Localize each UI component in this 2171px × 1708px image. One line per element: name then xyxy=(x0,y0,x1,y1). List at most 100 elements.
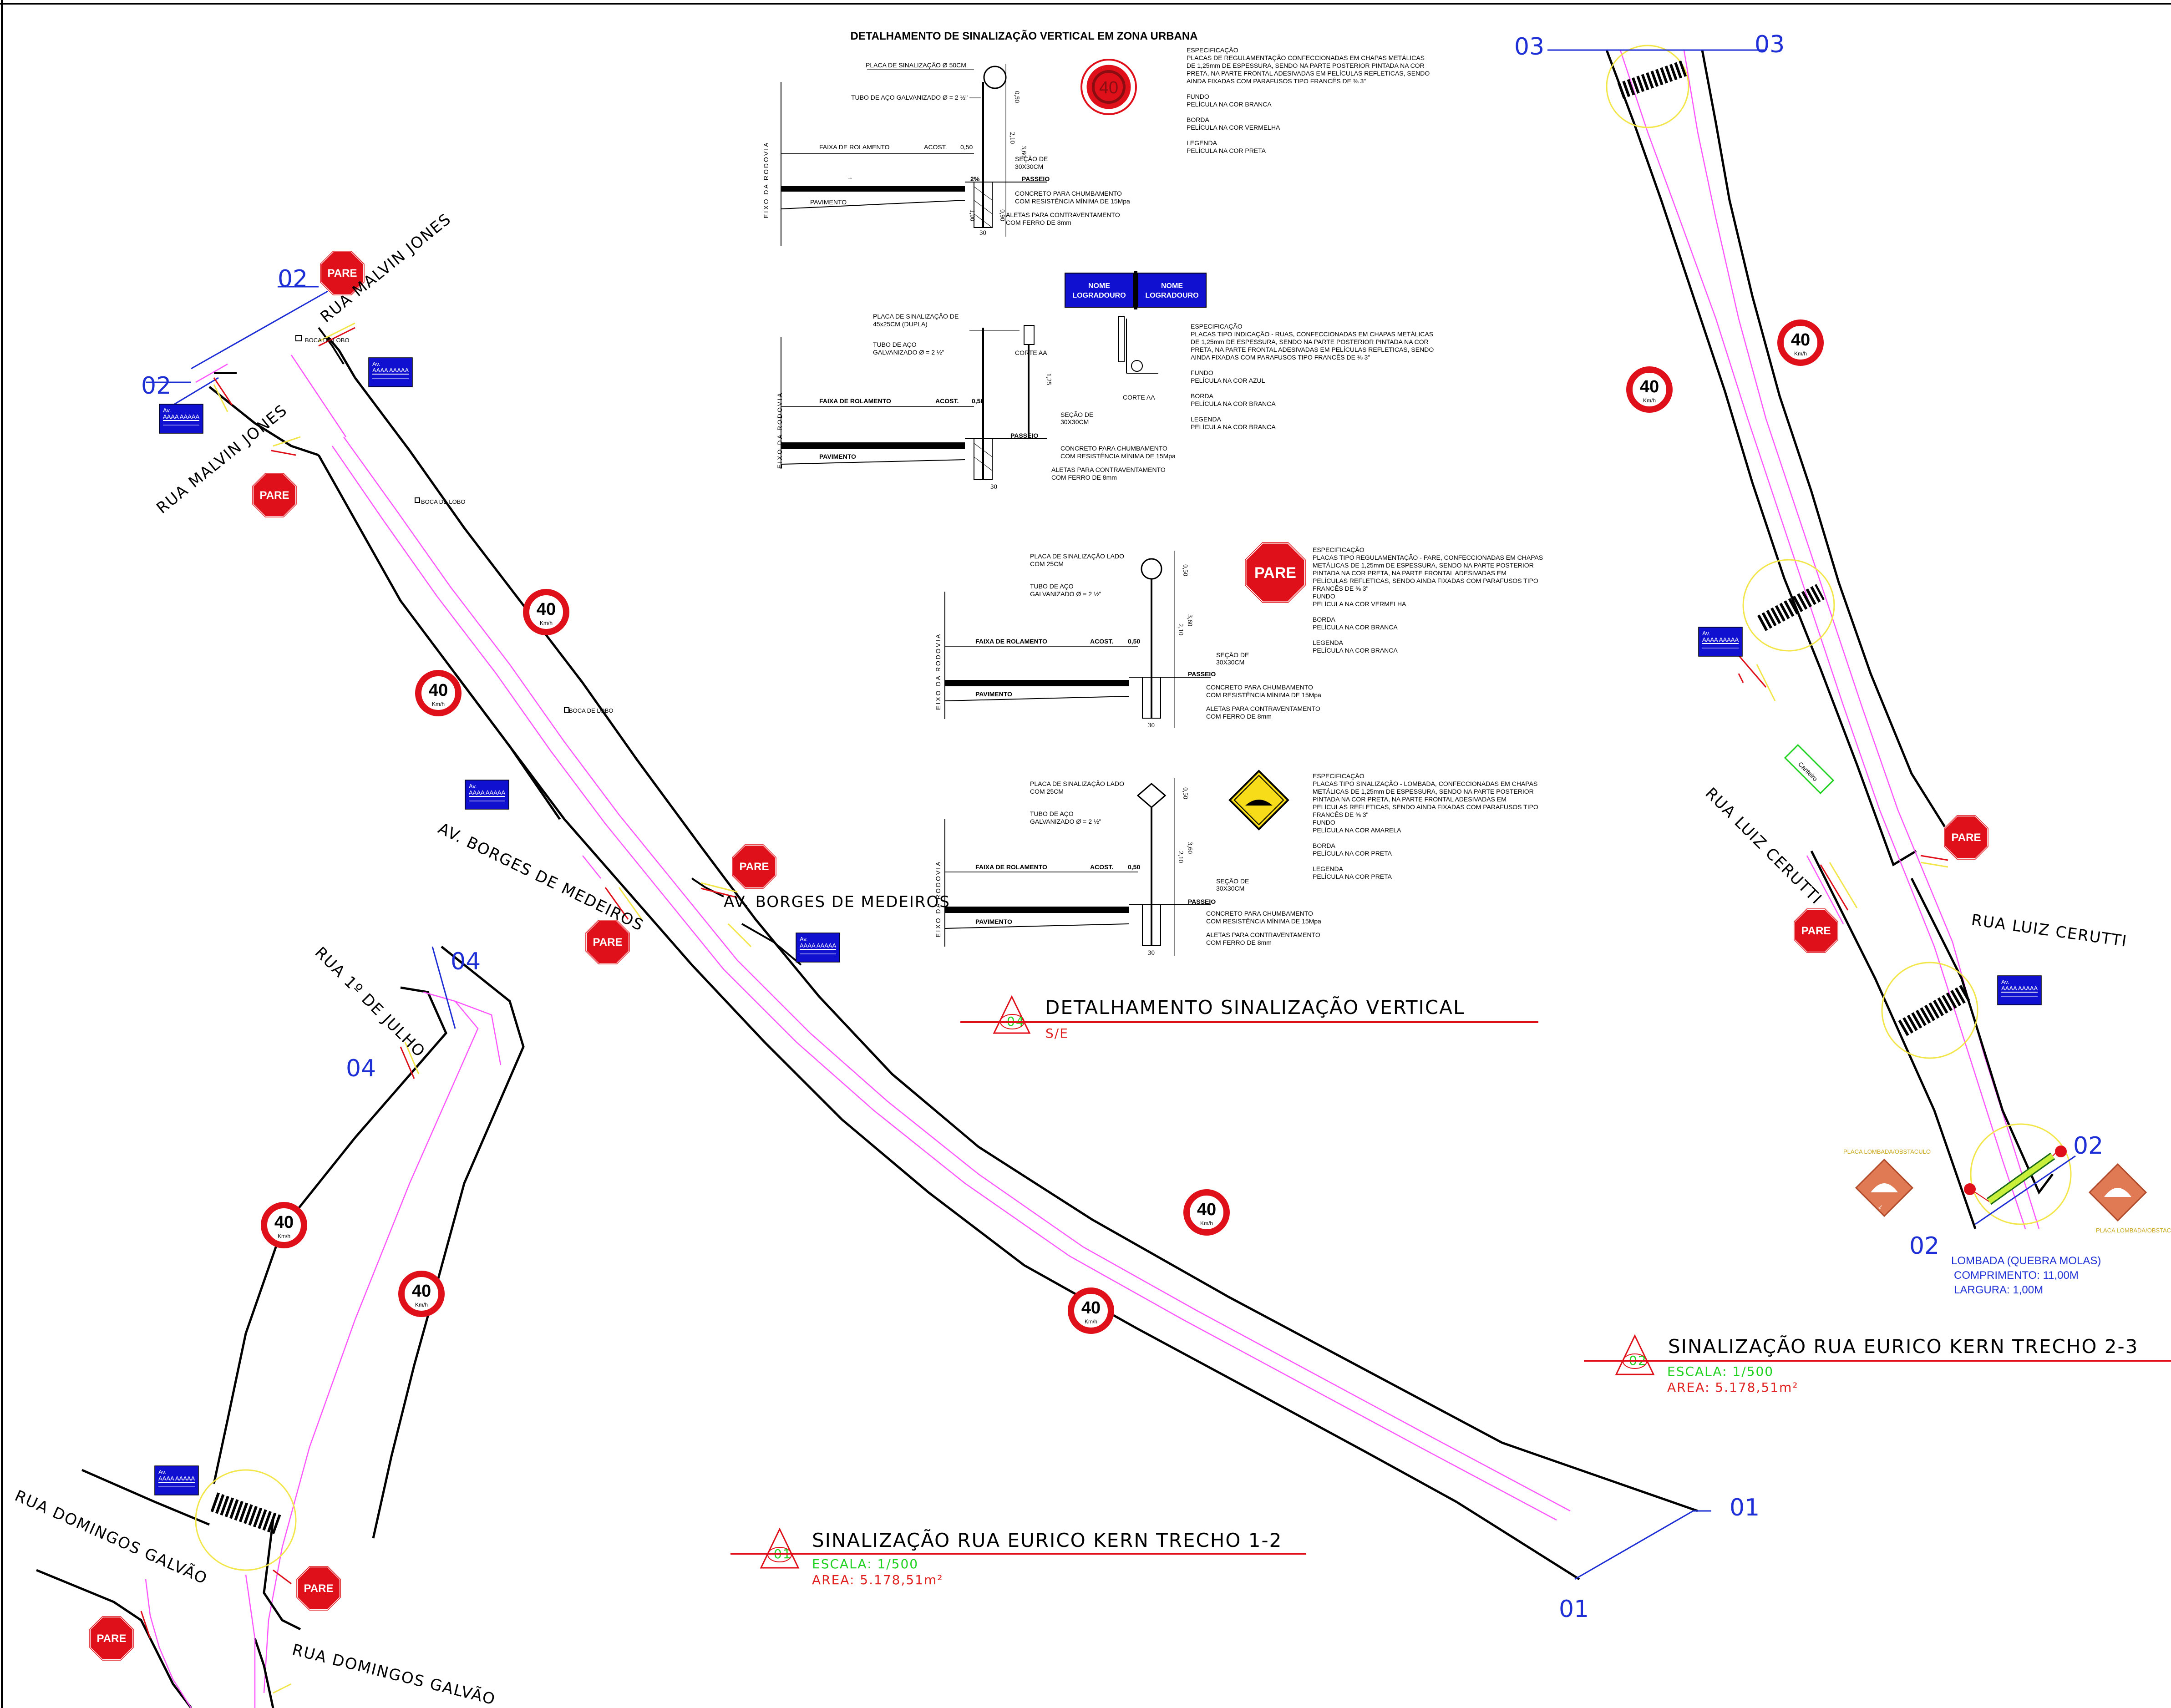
svg-text:COM RESISTÊNCIA MÍNIMA DE 15Mp: COM RESISTÊNCIA MÍNIMA DE 15Mpa xyxy=(1060,452,1176,460)
road-malvin-intersection xyxy=(172,290,356,456)
svg-text:LOGRADOURO: LOGRADOURO xyxy=(1145,292,1198,299)
street-label-luiz-left: RUA LUIZ CERUTTI xyxy=(1702,784,1826,908)
spec-line: FUNDO xyxy=(1187,93,1209,100)
svg-text:COM FERRO DE 8mm: COM FERRO DE 8mm xyxy=(1006,219,1071,226)
svg-text:LOGRADOURO: LOGRADOURO xyxy=(1072,292,1126,299)
svg-text:40: 40 xyxy=(412,1282,431,1301)
crosswalk-circle-top xyxy=(1606,45,1689,128)
detail-pare-sign: EIXO DA RODOVIA FAIXA DE ROLAMENTO ACOST… xyxy=(934,541,1321,729)
spec-line: FUNDO xyxy=(1191,369,1213,376)
detail-lombada-sign: EIXO DA RODOVIA FAIXA DE ROLAMENTO ACOST… xyxy=(934,770,1321,957)
svg-text:AAAA AAAAA: AAAA AAAAA xyxy=(1702,636,1739,643)
svg-text:Av.: Av. xyxy=(469,783,477,790)
pare-sign: PARE xyxy=(1793,908,1839,953)
spec-line: AINDA FIXADAS COM PARAFUSOS TIPO FRANCÊS… xyxy=(1191,354,1370,361)
spec-line: LEGENDA xyxy=(1313,865,1344,872)
pare-sign: PARE xyxy=(296,1566,341,1611)
spec-line: AINDA FIXADAS COM PARAFUSOS TIPO FRANCÊS… xyxy=(1187,77,1366,85)
pare-detail-sign: PARE xyxy=(1244,541,1307,604)
svg-text:AAAA AAAAA: AAAA AAAAA xyxy=(800,942,837,949)
street-label-borges-right: AV. BORGES DE MEDEIROS xyxy=(724,893,950,911)
svg-text:Km/h: Km/h xyxy=(432,701,445,707)
svg-text:40: 40 xyxy=(1791,330,1810,350)
svg-text:40: 40 xyxy=(1081,1298,1101,1318)
svg-text:PASSEIO: PASSEIO xyxy=(1188,670,1216,678)
lombada-largura: LARGURA: 1,00M xyxy=(1954,1284,2043,1296)
cut-mark-02: 02 xyxy=(278,265,308,293)
spec-line: PELÍCULA NA COR AMARELA xyxy=(1313,826,1401,834)
svg-text:COM RESISTÊNCIA MÍNIMA DE 15Mp: COM RESISTÊNCIA MÍNIMA DE 15Mpa xyxy=(1206,917,1321,925)
svg-text:ESCALA: 1/500: ESCALA: 1/500 xyxy=(1667,1364,1774,1379)
cut-mark-03: 03 xyxy=(1755,31,1785,58)
svg-text:AAAA AAAAA: AAAA AAAAA xyxy=(158,1475,195,1482)
spec-line: PELÍCULA NA COR VERMELHA xyxy=(1187,124,1280,131)
spec-line: PLACAS TIPO REGULAMENTAÇÃO - PARE, CONFE… xyxy=(1313,554,1543,561)
svg-text:PARE: PARE xyxy=(1254,564,1296,582)
svg-text:40: 40 xyxy=(1197,1200,1216,1219)
svg-text:Km/h: Km/h xyxy=(1085,1318,1097,1325)
svg-text:0,50: 0,50 xyxy=(1013,91,1020,103)
svg-text:30: 30 xyxy=(979,229,986,237)
crosswalk-stripes-mid xyxy=(1757,584,1825,631)
svg-text:TUBO DE AÇO: TUBO DE AÇO xyxy=(1030,583,1074,590)
boca-de-lobo-marker xyxy=(295,335,302,341)
cut-mark-01: 01 xyxy=(1559,1596,1589,1623)
cut-mark-02: 02 xyxy=(141,372,171,400)
svg-text:Km/h: Km/h xyxy=(415,1302,428,1308)
svg-text:30X30CM: 30X30CM xyxy=(1060,418,1089,426)
svg-text:2,10: 2,10 xyxy=(1177,851,1184,863)
svg-text:AAAA AAAAA: AAAA AAAAA xyxy=(2001,985,2038,992)
spec-line: PELÍCULA NA COR PRETA xyxy=(1313,873,1392,880)
svg-text:40: 40 xyxy=(429,681,448,700)
svg-text:0,50: 0,50 xyxy=(1128,638,1140,645)
svg-text:COM FERRO DE 8mm: COM FERRO DE 8mm xyxy=(1051,474,1117,481)
svg-text:ACOST.: ACOST. xyxy=(924,143,947,151)
crosswalk-circle-low xyxy=(1881,962,1978,1059)
svg-text:40: 40 xyxy=(1640,377,1659,396)
detail-street-plate: EIXO DA RODOVIA FAIXA DE ROLAMENTO ACOST… xyxy=(776,271,1207,491)
spec-line: ESPECIFICAÇÃO xyxy=(1313,546,1364,553)
svg-text:3,60: 3,60 xyxy=(1186,614,1193,626)
svg-text:SEÇÃO DE: SEÇÃO DE xyxy=(1216,877,1249,885)
street-name-plate: Av.AAAA AAAAA xyxy=(465,780,509,810)
lombada-warning-plate xyxy=(2088,1163,2147,1222)
spec-line: PELÍCULA NA COR VERMELHA xyxy=(1313,600,1406,608)
svg-text:Km/h: Km/h xyxy=(540,620,553,626)
crosswalk-circle xyxy=(195,1469,297,1571)
svg-text:Av.: Av. xyxy=(1702,630,1710,637)
svg-text:Av.: Av. xyxy=(372,360,380,367)
spec-line: LEGENDA xyxy=(1187,139,1217,147)
svg-text:CORTE AA: CORTE AA xyxy=(1123,394,1155,401)
svg-text:GALVANIZADO Ø = 2 ½": GALVANIZADO Ø = 2 ½" xyxy=(1030,590,1101,598)
svg-text:0,50: 0,50 xyxy=(972,397,984,405)
svg-text:TUBO DE AÇO GALVANIZADO Ø = 2: TUBO DE AÇO GALVANIZADO Ø = 2 ½" xyxy=(851,94,968,101)
crosswalk-stripes-low xyxy=(1898,984,1971,1036)
lombada-circle xyxy=(1970,1123,2072,1225)
svg-text:COM RESISTÊNCIA MÍNIMA DE 15Mp: COM RESISTÊNCIA MÍNIMA DE 15Mpa xyxy=(1015,198,1130,205)
svg-text:ESCALA: 1/500: ESCALA: 1/500 xyxy=(812,1556,918,1571)
svg-text:EIXO DA RODOVIA: EIXO DA RODOVIA xyxy=(762,142,770,218)
svg-text:ACOST.: ACOST. xyxy=(1090,638,1113,645)
header-title: DETALHAMENTO DE SINALIZAÇÃO VERTICAL EM … xyxy=(850,30,1197,42)
svg-text:Av.: Av. xyxy=(163,407,171,414)
spec-line: FUNDO xyxy=(1313,593,1335,600)
svg-text:CONCRETO PARA CHUMBAMENTO: CONCRETO PARA CHUMBAMENTO xyxy=(1206,910,1313,917)
svg-text:ALETAS PARA CONTRAVENTAMENTO: ALETAS PARA CONTRAVENTAMENTO xyxy=(1006,211,1120,218)
road-trecho-1-2 xyxy=(317,377,1698,1581)
svg-text:2,10: 2,10 xyxy=(1177,623,1184,635)
svg-text:PAVIMENTO: PAVIMENTO xyxy=(975,918,1012,925)
svg-text:30X30CM: 30X30CM xyxy=(1216,885,1244,892)
street-name-plate: Av.AAAA AAAAA xyxy=(154,1465,199,1495)
svg-text:40: 40 xyxy=(274,1213,294,1232)
lombada-detail-sign xyxy=(1228,770,1289,831)
svg-text:FAIXA DE ROLAMENTO: FAIXA DE ROLAMENTO xyxy=(819,143,890,151)
